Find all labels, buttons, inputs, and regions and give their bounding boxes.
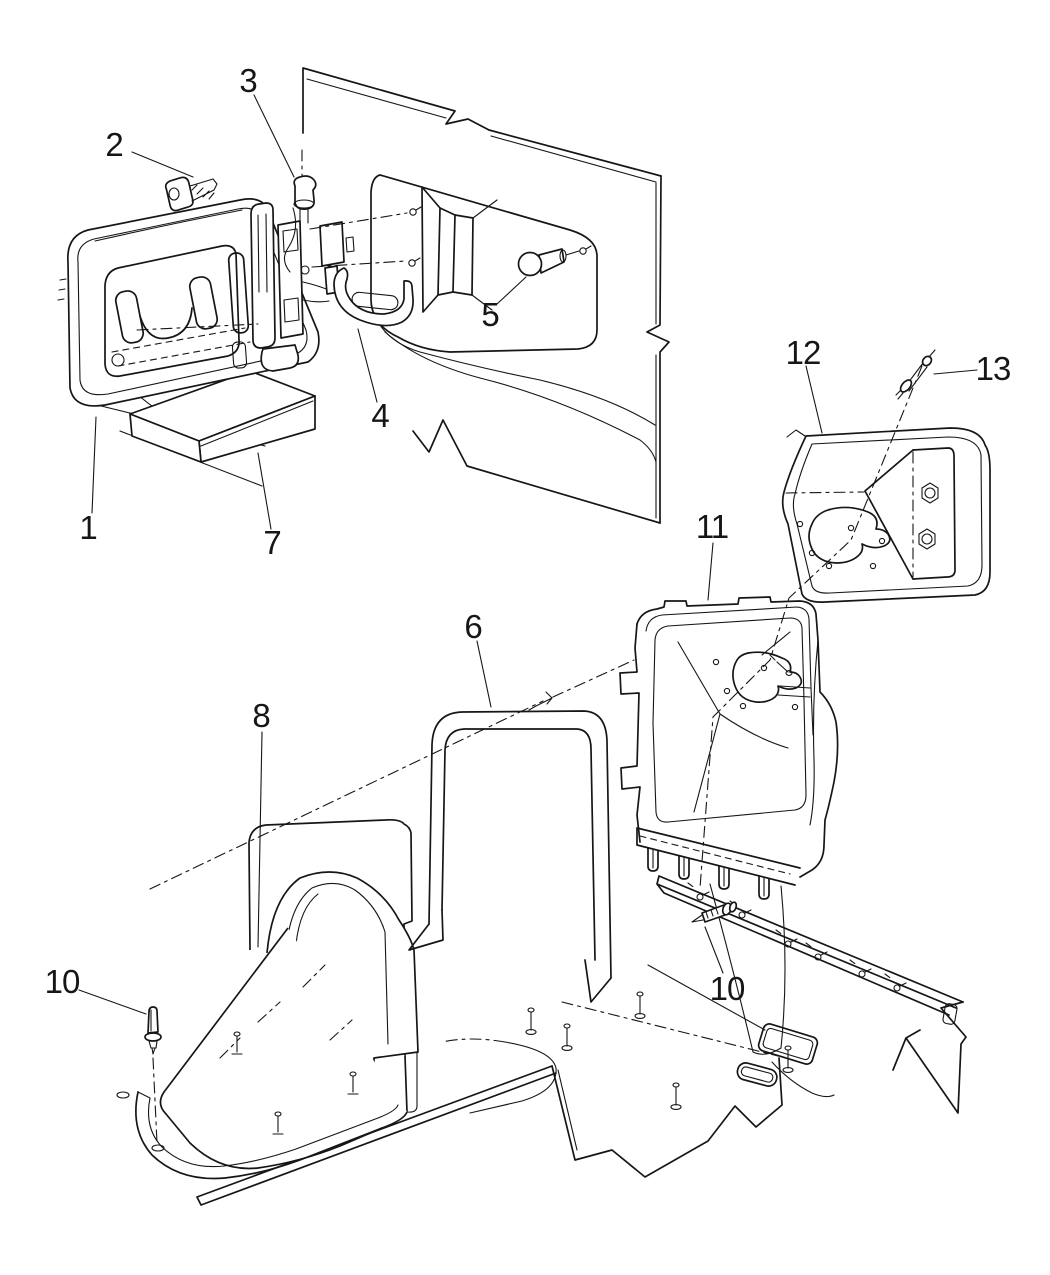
rail-holes: [687, 882, 907, 992]
callout-label-12: 12: [785, 334, 822, 371]
arch-seal-drawing: [408, 710, 612, 1003]
callout-label-7: 7: [263, 524, 281, 561]
pushpin-part5-drawing: [517, 248, 580, 277]
callout-label-1: 1: [79, 509, 97, 546]
callout-label-3: 3: [239, 62, 257, 99]
clamp-part4-drawing: [324, 265, 414, 327]
wheelhouse-studs: [231, 1031, 359, 1135]
callout-label-13: 13: [975, 350, 1012, 387]
callout-label-10b: 10: [709, 970, 746, 1007]
filler-screw-holes: [712, 658, 799, 711]
callout-leaders: [78, 94, 978, 1015]
floor-studs: [525, 991, 794, 1110]
body-side-panel-drawing: [302, 67, 670, 524]
housing-bolts: [918, 482, 939, 550]
filler-housing-drawing: [781, 427, 991, 603]
alignment-centerlines: [149, 212, 923, 890]
callout-label-6: 6: [464, 608, 482, 645]
callout-label-11: 11: [695, 508, 729, 545]
callout-label-2: 2: [105, 126, 123, 163]
screw-part13-drawing: [895, 349, 936, 400]
fuel-door-drawing: [57, 198, 355, 407]
screw-part10-right-drawing: [691, 901, 738, 923]
screw-part10-left-drawing: [144, 1006, 162, 1144]
floor-panel-drawing: [196, 875, 967, 1206]
screw-part2-drawing: [164, 176, 218, 212]
clip-part3-drawing: [293, 149, 317, 225]
callout-label-5: 5: [481, 296, 499, 333]
inner-wheelhouse-drawing: [619, 596, 839, 1055]
housing-screw-holes: [796, 520, 886, 570]
flange-tabs: [647, 847, 770, 900]
outer-wheelhouse-drawing: [116, 818, 419, 1180]
callout-label-10: 10: [44, 963, 81, 1000]
callout-label-8: 8: [252, 697, 270, 734]
callout-label-4: 4: [371, 397, 389, 434]
